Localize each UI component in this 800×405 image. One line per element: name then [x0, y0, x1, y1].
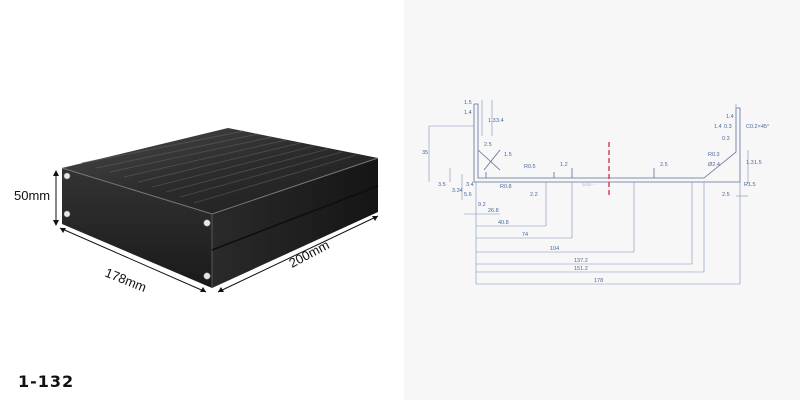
dim-right-6: Ø2.4: [708, 162, 720, 168]
dim-bottom-2: 104: [550, 246, 559, 252]
dim-right-0: 1.4: [726, 114, 734, 120]
screw-icons: [63, 172, 211, 280]
width-dimension: [59, 227, 207, 293]
enclosure-top-ribs: [81, 130, 357, 204]
dim-inner-2: R0.8: [500, 184, 512, 190]
dim-top-3: 3.4: [496, 118, 504, 124]
technical-drawing-panel: 1.5 1.4 1.3 3.4 2.5 1.5 35 3.5 3.34 5.6 …: [404, 0, 800, 400]
length-dimension: [217, 215, 379, 293]
dim-left-5: 9.2: [478, 202, 486, 208]
dim-right-8: 1.5: [754, 160, 762, 166]
dim-bottom-3: 137.2: [574, 258, 588, 264]
dim-top-1: 1.4: [464, 110, 472, 116]
dim-inner-3: 2.2: [530, 192, 538, 198]
dim-top-2: 1.3: [488, 118, 496, 124]
dim-bottom-1: 74: [522, 232, 528, 238]
dim-inner-5: 26.8: [488, 208, 499, 214]
dim-left-0: 35: [422, 150, 428, 156]
panel-divider: [398, 0, 402, 400]
dim-right-10: 2.5: [722, 192, 730, 198]
dim-inner-1: 1.2: [560, 162, 568, 168]
profile-drawing: 1.5 1.4 1.3 3.4 2.5 1.5 35 3.5 3.34 5.6 …: [422, 100, 769, 285]
dim-bottom-5: 178: [594, 278, 603, 284]
dim-right-4: C0.2×45°: [746, 124, 769, 130]
dim-inner-0: R0.5: [524, 164, 536, 170]
dim-right-3: 0.3: [722, 136, 730, 142]
dim-right-2: 0.3: [724, 124, 732, 130]
dim-left-4: 3.4: [466, 182, 474, 188]
model-code: 1-132: [18, 372, 75, 391]
dim-right-7: 1.3: [746, 160, 754, 166]
width-label: 178mm: [103, 265, 149, 295]
enclosure-front-face: [62, 168, 212, 288]
dim-left-3: 5.6: [464, 192, 472, 198]
height-label: 50mm: [14, 188, 50, 203]
dim-top-0: 1.5: [464, 100, 472, 106]
dim-bottom-4: 151.2: [574, 266, 588, 272]
dim-top-5: 1.5: [504, 152, 512, 158]
dim-left-2: 3.34: [452, 188, 463, 194]
enclosure-side-face: [212, 158, 378, 288]
profile-outline: [473, 103, 741, 183]
dim-right-1: 1.4: [714, 124, 722, 130]
dim-inner-4: 2.5: [660, 162, 668, 168]
dim-right-9: R1.5: [744, 182, 756, 188]
product-photo-panel: 50mm 178mm 200mm: [0, 0, 396, 400]
dim-top-4: 2.5: [484, 142, 492, 148]
dim-right-5: R0.3: [708, 152, 720, 158]
dim-left-1: 3.5: [438, 182, 446, 188]
enclosure-illustration: 50mm 178mm 200mm: [14, 128, 379, 295]
dimension-lines: [428, 100, 749, 285]
height-dimension: [53, 170, 59, 226]
dim-bottom-0: 40.8: [498, 220, 509, 226]
faint-watermark-text: 2020····: [582, 182, 596, 187]
